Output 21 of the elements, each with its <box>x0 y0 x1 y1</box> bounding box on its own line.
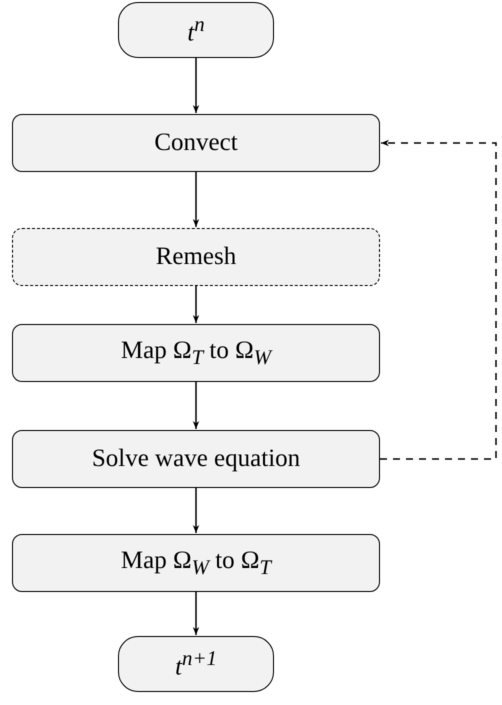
process-box <box>12 114 380 172</box>
arrow <box>192 488 200 533</box>
node-label: Convect <box>154 129 238 157</box>
node-label: Map Ω$_{W}$ to Ω$_{T}$ <box>120 546 272 580</box>
node-label: t$^{n+1}$ <box>175 646 217 682</box>
arrow <box>192 172 200 227</box>
node-label: Remesh <box>156 243 236 271</box>
arrow <box>192 382 200 429</box>
process-box <box>12 430 380 488</box>
arrow <box>380 140 497 460</box>
node-label: Solve wave equation <box>92 445 300 473</box>
optional-process-box <box>12 228 380 286</box>
node-label: t$^{n}$ <box>187 12 205 48</box>
process-box <box>12 324 380 382</box>
terminal-box <box>118 636 274 692</box>
arrow <box>192 58 200 113</box>
arrow <box>192 592 200 635</box>
node-label: Map Ω$_{T}$ to Ω$_{W}$ <box>120 336 272 370</box>
process-box <box>12 534 380 592</box>
terminal-box <box>118 2 274 58</box>
arrow <box>192 286 200 323</box>
